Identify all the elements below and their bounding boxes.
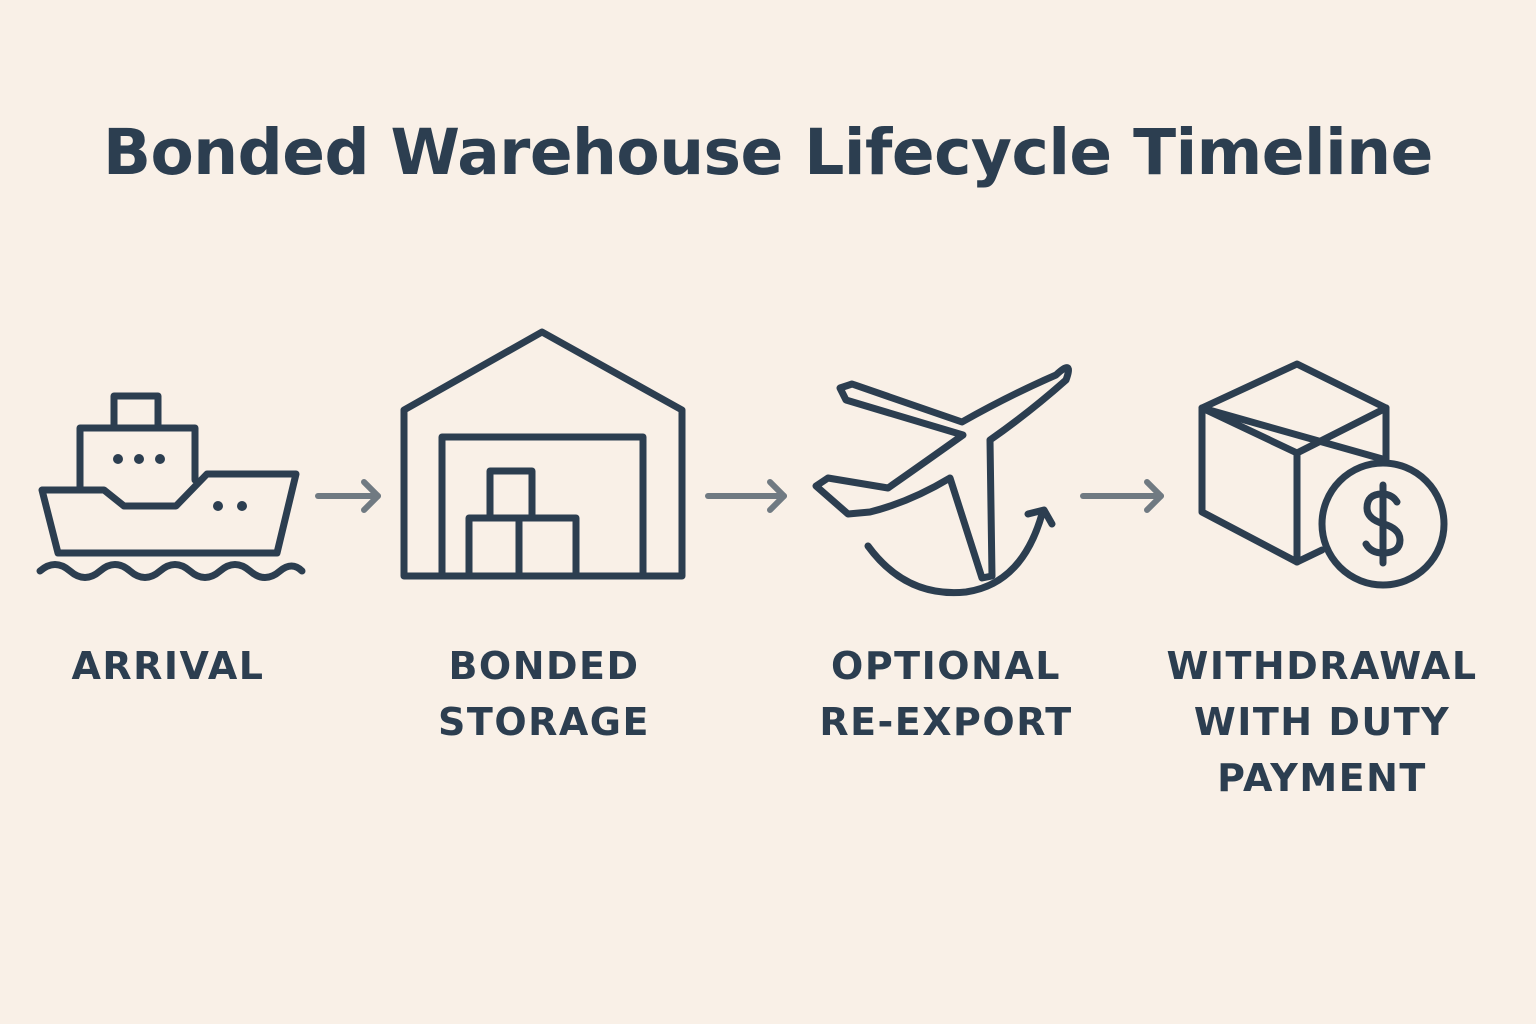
- ship-icon: [0, 0, 320, 600]
- arrow-right-icon: [310, 476, 390, 520]
- step-label-line: OPTIONAL: [831, 644, 1061, 688]
- step-label-line: WITH DUTY: [1193, 700, 1451, 744]
- airplane-icon: [800, 340, 1080, 610]
- step-label-line: WITHDRAWAL: [1166, 644, 1478, 688]
- box-with-dollar-icon: [1190, 350, 1460, 610]
- step-label-bonded-storage: BONDED STORAGE: [432, 638, 656, 750]
- step-label-arrival: ARRIVAL: [68, 638, 268, 694]
- step-label-line: ARRIVAL: [71, 644, 265, 688]
- step-label-withdrawal: WITHDRAWAL WITH DUTY PAYMENT: [1162, 638, 1482, 806]
- step-label-line: STORAGE: [438, 700, 650, 744]
- diagram-title: Bonded Warehouse Lifecycle Timeline: [103, 116, 1433, 189]
- warehouse-icon: [390, 320, 700, 590]
- step-label-line: RE-EXPORT: [819, 700, 1073, 744]
- step-label-optional-re-export: OPTIONAL RE-EXPORT: [810, 638, 1082, 750]
- step-label-line: PAYMENT: [1217, 756, 1427, 800]
- step-label-line: BONDED: [448, 644, 640, 688]
- arrow-right-icon: [700, 476, 800, 520]
- arrow-right-icon: [1075, 476, 1175, 520]
